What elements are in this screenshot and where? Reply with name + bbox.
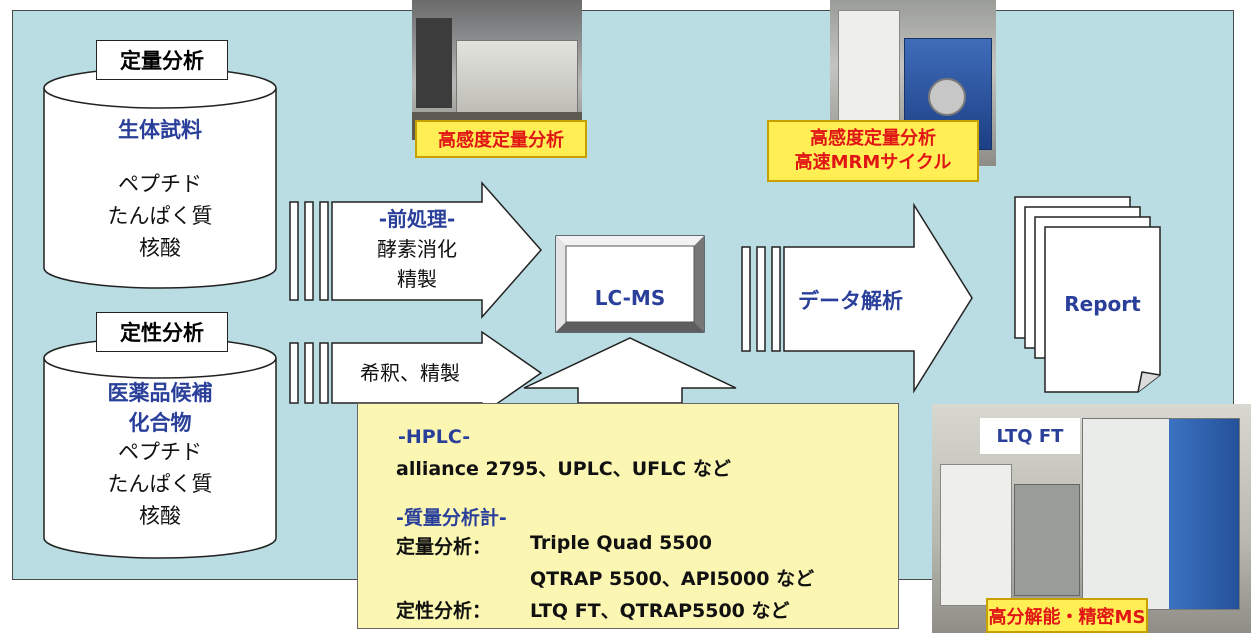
instrument-info-box: -HPLC- alliance 2795、UPLC、UFLC など -質量分析計… bbox=[357, 403, 899, 629]
stripe-bars-1 bbox=[289, 201, 329, 301]
report-pages bbox=[1014, 196, 1161, 393]
biosample-item: ペプチド bbox=[118, 172, 202, 196]
drug-candidate-list: ペプチド たんぱく質 核酸 bbox=[44, 436, 276, 532]
report-label: Report bbox=[1064, 292, 1141, 316]
preprocess-arrow bbox=[331, 181, 542, 319]
drug-candidate-item: 核酸 bbox=[139, 504, 181, 528]
photo2-badge: 高感度定量分析 高速MRMサイクル bbox=[767, 120, 979, 182]
biosample-title: 生体試料 bbox=[118, 118, 202, 142]
photo1-badge: 高感度定量分析 bbox=[415, 120, 587, 158]
instrument-photo-1 bbox=[412, 0, 582, 140]
quantitative-tag: 定量分析 bbox=[96, 40, 228, 80]
drug-candidate-title-line: 化合物 bbox=[128, 411, 192, 435]
hplc-title: -HPLC- bbox=[398, 426, 471, 448]
photo2-badge-line: 高感度定量分析 bbox=[810, 128, 936, 149]
analysis-label: データ解析 bbox=[798, 289, 903, 313]
dilution-arrow bbox=[331, 330, 543, 416]
dilution-label: 希釈、精製 bbox=[360, 361, 460, 385]
drug-candidate-title: 医薬品候補 化合物 bbox=[44, 378, 276, 438]
ltq-ft-lc-stack bbox=[940, 464, 1012, 606]
photo2-badge-line: 高速MRMサイクル bbox=[794, 152, 952, 173]
lcms-box bbox=[555, 235, 705, 333]
ms-quant-line2: QTRAP 5500、API5000 など bbox=[530, 568, 815, 590]
instrument-body bbox=[456, 40, 578, 114]
preprocess-step: 精製 bbox=[397, 267, 437, 291]
photo3-badge: 高分解能・精密MS bbox=[986, 598, 1148, 633]
drug-candidate-item: たんぱく質 bbox=[107, 472, 213, 496]
up-arrow bbox=[523, 337, 737, 404]
preprocess-title: -前処理- bbox=[378, 207, 456, 231]
instrument-rack bbox=[416, 18, 452, 108]
preprocess-label: -前処理- 酵素消化 精製 bbox=[352, 204, 482, 294]
ms-quant-line1: Triple Quad 5500 bbox=[530, 532, 712, 554]
preprocess-step: 酵素消化 bbox=[377, 237, 457, 261]
biosample-list: ペプチド たんぱく質 核酸 bbox=[44, 168, 276, 264]
ms-source bbox=[928, 78, 966, 116]
ms-title: -質量分析計- bbox=[396, 507, 507, 529]
lcms-label: LC-MS bbox=[594, 286, 666, 310]
ltq-ft-cabinet bbox=[1082, 418, 1240, 610]
hplc-models: alliance 2795、UPLC、UFLC など bbox=[396, 458, 731, 480]
analysis-arrow bbox=[783, 202, 973, 394]
qualitative-tag: 定性分析 bbox=[96, 312, 228, 352]
stripe-bars-3 bbox=[741, 246, 781, 352]
stripe-bars-2 bbox=[289, 342, 329, 404]
biosample-item: 核酸 bbox=[139, 236, 181, 260]
ms-quant-label: 定量分析： bbox=[396, 536, 492, 558]
drug-candidate-item: ペプチド bbox=[118, 440, 202, 464]
ms-qual-line: LTQ FT、QTRAP5500 など bbox=[530, 600, 790, 622]
biosample-item: たんぱく質 bbox=[107, 204, 213, 228]
ltq-ft-ion-trap bbox=[1014, 484, 1080, 596]
ms-qual-label: 定性分析： bbox=[396, 600, 492, 622]
drug-candidate-title-line: 医薬品候補 bbox=[107, 381, 213, 405]
ltq-ft-tag: LTQ FT bbox=[980, 418, 1080, 454]
